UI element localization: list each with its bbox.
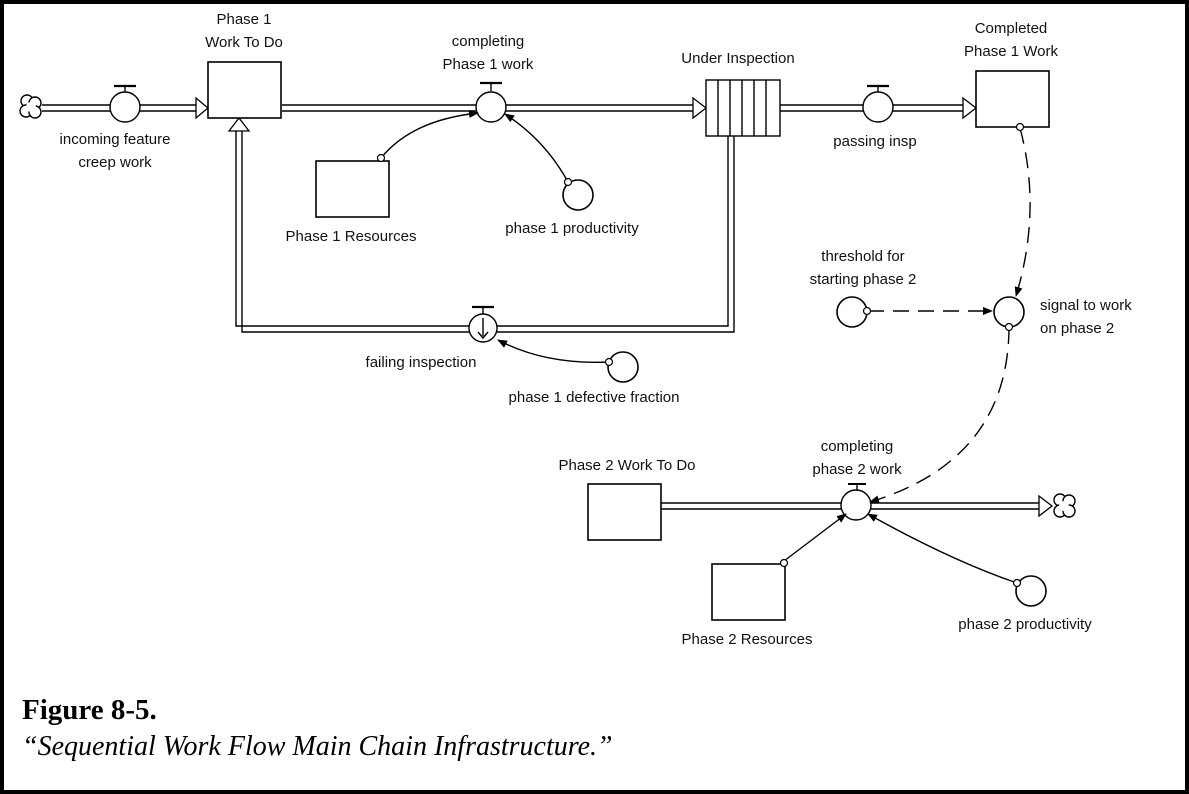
link-p2productivity-to-completing (867, 513, 1018, 584)
stocks (207, 61, 1050, 621)
valve-icon (109, 84, 141, 123)
figure-number: Figure 8-5. (22, 694, 157, 726)
arrowhead-failing-return (227, 116, 251, 132)
link-completed-to-signal (1014, 127, 1031, 297)
conveyor-icon (705, 79, 781, 137)
valve-icon (862, 84, 894, 123)
stock-phase1-work-to-do (207, 61, 282, 119)
label-failing-inspection: failing inspection (365, 354, 477, 371)
label-phase2-productivity: phase 2 productivity (958, 616, 1092, 633)
converter-icon (607, 351, 639, 383)
label-threshold-phase2: threshold for starting phase 2 (809, 248, 917, 288)
valve-icon (475, 81, 507, 123)
link-resources-to-completing (380, 109, 479, 159)
flow-arrowheads (195, 96, 1054, 518)
converter-icon (1015, 575, 1047, 607)
label-completing-phase1: completing Phase 1 work (442, 33, 534, 73)
label-completing-phase2: completing phase 2 work (812, 438, 902, 478)
label-phase2-work-to-do: Phase 2 Work To Do (558, 457, 696, 474)
stock-phase1-resources (315, 160, 390, 218)
stock-phase2-resources (711, 563, 786, 621)
connectors (380, 109, 1031, 584)
converters (562, 179, 1047, 607)
stock-phase2-work-to-do (587, 483, 662, 541)
arrowhead-into-completed (962, 96, 978, 120)
connector-origins (376, 122, 1025, 588)
label-signal-phase2: signal to work on phase 2 (1040, 297, 1132, 337)
stock-completed-phase1-work (975, 70, 1050, 128)
label-phase1-productivity: phase 1 productivity (505, 220, 639, 237)
valve-icon (468, 305, 498, 343)
converter-icon (562, 179, 594, 211)
converter-icon (836, 296, 868, 328)
label-phase1-work-to-do: Phase 1 Work To Do (205, 11, 283, 51)
link-productivity-to-completing (504, 113, 569, 183)
arrowhead-into-phase1 (195, 96, 210, 120)
converter-icon (993, 296, 1025, 328)
cloud-sink-icon (1053, 493, 1076, 518)
label-incoming-feature-creep: incoming feature creep work (59, 131, 171, 171)
label-phase2-resources: Phase 2 Resources (681, 631, 813, 648)
label-passing-insp: passing insp (833, 133, 917, 150)
figure-title: “Sequential Work Flow Main Chain Infrast… (22, 731, 613, 762)
cloud-source-icon (19, 94, 42, 119)
valves (109, 81, 894, 521)
link-defective-to-failing (497, 339, 610, 364)
arrowhead-into-sink (1038, 494, 1054, 518)
label-phase1-defective-fraction: phase 1 defective fraction (508, 389, 680, 406)
label-under-inspection: Under Inspection (681, 50, 795, 67)
label-completed-phase1-work: Completed Phase 1 Work (964, 20, 1058, 60)
label-phase1-resources: Phase 1 Resources (285, 228, 417, 245)
link-signal-to-completing-phase2 (869, 327, 1010, 504)
arrowhead-into-inspection (692, 96, 708, 120)
link-p2resources-to-completing (783, 513, 847, 562)
valve-icon (840, 483, 872, 521)
